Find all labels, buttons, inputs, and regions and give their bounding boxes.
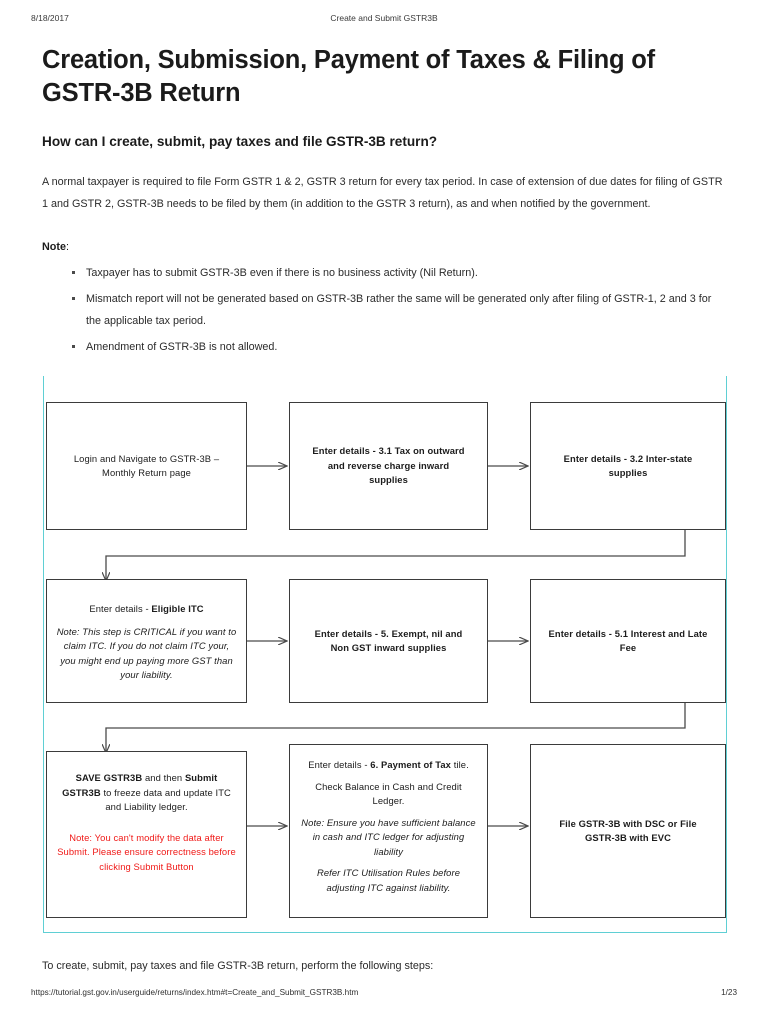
closing-paragraph: To create, submit, pay taxes and file GS… (42, 960, 434, 972)
document-content: Creation, Submission, Payment of Taxes &… (42, 44, 726, 362)
flow-text-line: Monthly Return page (102, 467, 191, 478)
flow-box-exempt-nil: Enter details - 5. Exempt, nil and Non G… (289, 579, 488, 703)
flow-text-line: Enter details - 5.1 Interest and Late (548, 627, 708, 639)
list-item: Amendment of GSTR-3B is not allowed. (71, 336, 726, 358)
print-header-date: 8/18/2017 (31, 13, 69, 23)
flow-box-interest-late-fee: Enter details - 5.1 Interest and Late Fe… (530, 579, 726, 703)
footer-page-number: 1/23 (721, 988, 737, 997)
flow-box-payment-tax-balance: Check Balance in Cash and Credit Ledger. (315, 780, 462, 807)
flowchart-connectors (44, 376, 686, 933)
flow-box-eligible-itc-heading: Enter details - Eligible ITC (89, 602, 203, 617)
flow-text-line: Non GST inward supplies (330, 642, 447, 653)
intro-paragraph: A normal taxpayer is required to file Fo… (42, 175, 723, 211)
footer-url: https://tutorial.gst.gov.in/userguide/re… (31, 988, 359, 997)
flow-box-tax-outward: Enter details - 3.1 Tax on outward and r… (289, 402, 488, 530)
flow-text-line: Enter details - Eligible ITC (89, 602, 203, 617)
flow-box-eligible-itc: Enter details - Eligible ITC Note: This … (46, 579, 247, 703)
flow-box-interstate-text: Enter details - 3.2 Inter-state supplies (564, 452, 693, 481)
flow-box-exempt-nil-text: Enter details - 5. Exempt, nil and Non G… (315, 627, 463, 656)
flow-box-payment-tax: Enter details - 6. Payment of Tax tile. … (289, 744, 488, 918)
flow-text-line: Fee (619, 642, 637, 653)
flow-strong-save: SAVE GSTR3B (75, 772, 143, 783)
flow-box-save-submit-warning: Note: You can't modify the data after Su… (57, 831, 236, 872)
flow-box-file-return-text: File GSTR-3B with DSC or File GSTR-3B wi… (559, 817, 696, 846)
flow-text-line: and reverse charge inward (327, 459, 450, 471)
flow-heading-prefix: Enter details - (89, 603, 152, 614)
flow-text-line: Enter details - 3.2 Inter-state (563, 452, 693, 464)
flow-box-interest-late-fee-text: Enter details - 5.1 Interest and Late Fe… (549, 627, 708, 656)
flow-text-line: Enter details - 3.1 Tax on outward (312, 445, 465, 457)
page-title: Creation, Submission, Payment of Taxes &… (42, 46, 655, 107)
list-item: Taxpayer has to submit GSTR-3B even if t… (71, 262, 726, 284)
flow-box-eligible-itc-note: Note: This step is CRITICAL if you want … (56, 625, 237, 681)
flow-heading-bold: Eligible ITC (151, 603, 204, 614)
note-label-text: Note (42, 240, 66, 253)
note-label: Note: (42, 238, 726, 256)
flow-box-file-return: File GSTR-3B with DSC or File GSTR-3B wi… (530, 744, 726, 918)
flow-box-payment-tax-note2: Refer ITC Utilisation Rules before adjus… (316, 867, 461, 893)
section-heading: How can I create, submit, pay taxes and … (42, 134, 438, 150)
print-header: 8/18/2017 Create and Submit GSTR3B (0, 13, 768, 27)
flow-box-interstate: Enter details - 3.2 Inter-state supplies (530, 402, 726, 530)
print-header-title: Create and Submit GSTR3B (330, 13, 438, 23)
flow-text-line: supplies (608, 467, 648, 478)
flow-box-save-submit: SAVE GSTR3B and then Submit GSTR3B to fr… (46, 751, 247, 918)
flow-box-login-text: Login and Navigate to GSTR-3B – Monthly … (74, 452, 219, 481)
flow-text-line: File GSTR-3B with DSC or File (559, 817, 697, 829)
flow-text-line: Enter details - 5. Exempt, nil and (314, 627, 463, 639)
flow-text-line: supplies (369, 474, 408, 486)
flow-box-login: Login and Navigate to GSTR-3B – Monthly … (46, 402, 247, 530)
flow-box-save-submit-body: SAVE GSTR3B and then Submit GSTR3B to fr… (56, 771, 237, 815)
flow-text-line: GSTR-3B with EVC (585, 832, 671, 843)
flow-body-mid: and then (142, 772, 185, 783)
flow-body-rest: to freeze data and update ITC and Liabil… (100, 786, 231, 813)
print-footer: https://tutorial.gst.gov.in/userguide/re… (0, 988, 768, 1004)
note-label-colon: : (66, 240, 69, 253)
flow-heading-suffix: tile. (450, 759, 469, 770)
flow-strong-submit: Submit GSTR3B (62, 772, 218, 798)
flow-box-payment-tax-heading: Enter details - 6. Payment of Tax tile. (308, 758, 469, 773)
flow-text-line: Login and Navigate to GSTR-3B – (73, 452, 220, 464)
flowchart-figure: Login and Navigate to GSTR-3B – Monthly … (43, 376, 727, 933)
flow-heading-prefix: Enter details - (308, 759, 371, 770)
list-item: Mismatch report will not be generated ba… (71, 288, 726, 332)
note-list: Taxpayer has to submit GSTR-3B even if t… (42, 262, 726, 358)
flow-box-tax-outward-text: Enter details - 3.1 Tax on outward and r… (312, 444, 464, 488)
flow-box-payment-tax-note1: Note: Ensure you have sufficient balance… (301, 816, 476, 857)
flow-heading-bold: 6. Payment of Tax (370, 759, 451, 770)
